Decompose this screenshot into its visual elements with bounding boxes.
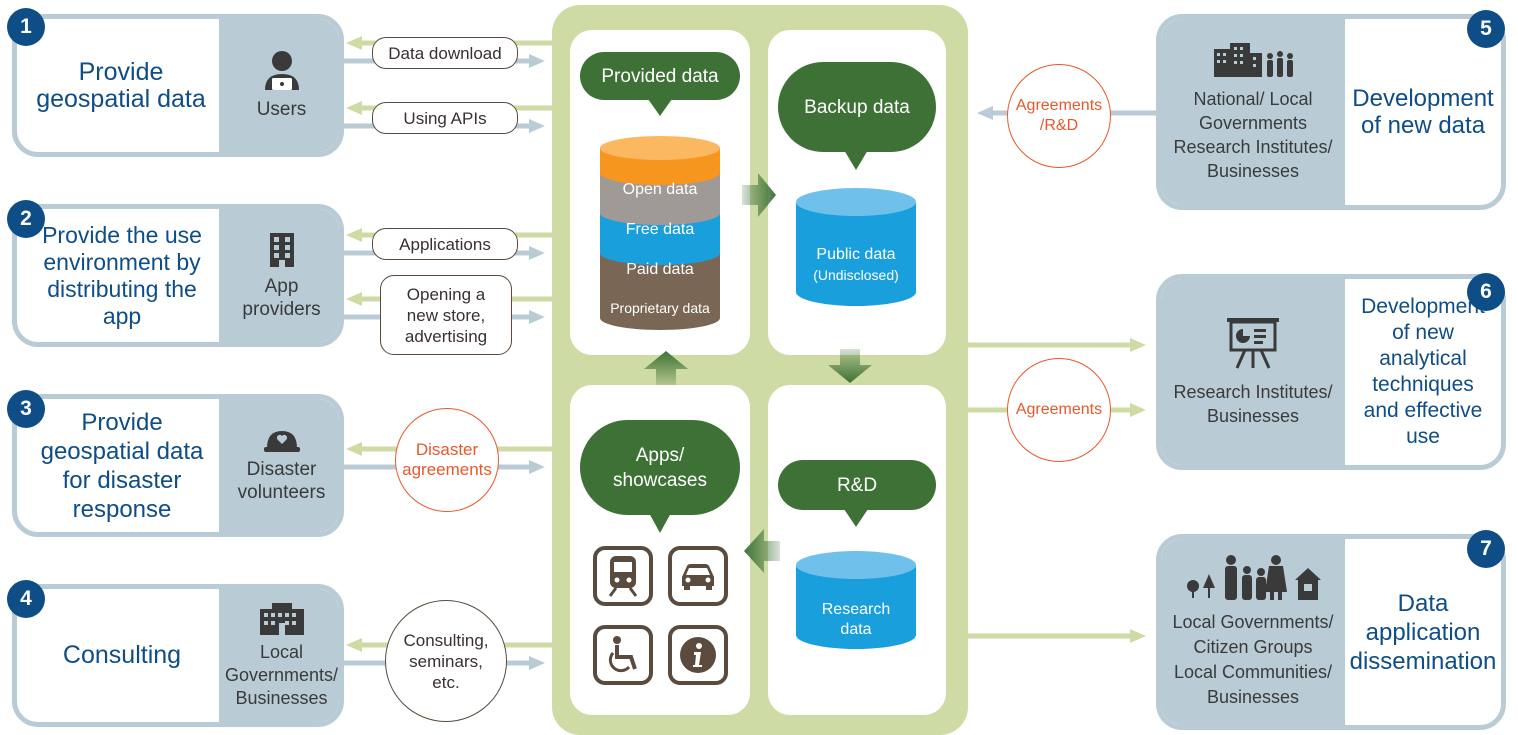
train-icon xyxy=(593,546,653,606)
outcome-card-5: National/ Local Governments Research Ins… xyxy=(1156,14,1506,210)
service-title: Provide the use environment by distribut… xyxy=(42,221,202,329)
car-icon xyxy=(668,546,728,606)
rd-title: R&D xyxy=(778,460,936,510)
using-apis-label: Using APIs xyxy=(372,102,518,134)
rd-panel xyxy=(768,385,946,715)
backup-data-title: Backup data xyxy=(778,62,936,152)
outcome-title: Data application dissemination xyxy=(1349,589,1497,675)
service-number-badge: 3 xyxy=(7,390,45,428)
undisclosed-label: (Undisclosed) xyxy=(813,267,899,283)
apps-bubble-tail xyxy=(648,511,672,533)
service-title: Provide geospatial data for disaster res… xyxy=(40,408,204,523)
service-card-1: Provide geospatial data Users xyxy=(12,14,344,157)
provided-data-title: Provided data xyxy=(580,52,740,100)
outcome-card-7: Local Governments/ Citizen Groups Local … xyxy=(1156,534,1506,730)
service-title: Provide geospatial data xyxy=(36,57,206,113)
actor-label: Local Governments/ Citizen Groups Local … xyxy=(1172,612,1334,707)
service-number-badge: 2 xyxy=(7,200,45,238)
outcome-number-badge: 7 xyxy=(1467,530,1505,568)
outcome-7-arrow xyxy=(968,629,1146,643)
applications-label: Applications xyxy=(372,228,518,260)
provided-data-stack xyxy=(600,99,720,330)
family-community-icon xyxy=(1187,555,1321,600)
apps-showcases-title: Apps/ showcases xyxy=(580,420,740,515)
helmet-icon xyxy=(263,430,300,452)
actor-label: Users xyxy=(256,99,307,120)
free-data-layer: Free data xyxy=(625,221,695,238)
public-data-label: Public data xyxy=(816,246,896,263)
wheelchair-icon xyxy=(593,625,653,685)
actor-label: Local Governments/ Businesses xyxy=(224,642,339,708)
public-data-cylinder xyxy=(796,150,916,306)
outcome-card-6: Research Institutes/ Businesses Developm… xyxy=(1156,274,1506,470)
consulting-label: Consulting, seminars, etc. xyxy=(385,600,507,722)
service-card-4: Consulting Local Governments/ Businesses xyxy=(12,584,344,727)
buildings-people-icon xyxy=(1214,43,1293,77)
actor-label: Disaster volunteers xyxy=(237,458,326,503)
presentation-board-icon xyxy=(1227,318,1279,369)
outcome-title: Development of new analytical techniques… xyxy=(1361,295,1485,448)
service-title: Consulting xyxy=(62,641,182,669)
open-data-layer: Open data xyxy=(622,181,698,198)
agreements-rd-label: Agreements /R&D xyxy=(1007,64,1111,168)
info-icon xyxy=(668,625,728,685)
disaster-agreements-label: Disaster agreements xyxy=(395,408,499,512)
service-card-2: Provide the use environment by distribut… xyxy=(12,204,344,347)
hub-flow-arrows xyxy=(644,173,872,573)
agreements-label: Agreements xyxy=(1007,358,1111,462)
office-building-icon xyxy=(269,232,294,267)
service-number-badge: 1 xyxy=(7,8,45,46)
research-data-label: Research data xyxy=(821,601,891,638)
proprietary-data-layer: Proprietary data xyxy=(610,300,710,316)
opening-store-label: Opening a new store, advertising xyxy=(380,275,512,355)
paid-data-layer: Paid data xyxy=(626,261,694,278)
actor-label: Research Institutes/ Businesses xyxy=(1173,382,1333,426)
outcome-number-badge: 6 xyxy=(1467,273,1505,311)
service-card-3: Provide geospatial data for disaster res… xyxy=(12,394,344,537)
service-number-badge: 4 xyxy=(7,580,45,618)
data-download-label: Data download xyxy=(372,37,518,69)
outcome-title: Development of new data xyxy=(1352,85,1494,139)
actor-label: App providers xyxy=(242,275,321,320)
outcome-number-badge: 5 xyxy=(1467,10,1505,48)
government-building-icon xyxy=(259,603,304,635)
user-laptop-icon xyxy=(264,51,299,90)
research-data-cylinder xyxy=(796,509,916,649)
actor-label: National/ Local Governments Research Ins… xyxy=(1173,89,1333,181)
